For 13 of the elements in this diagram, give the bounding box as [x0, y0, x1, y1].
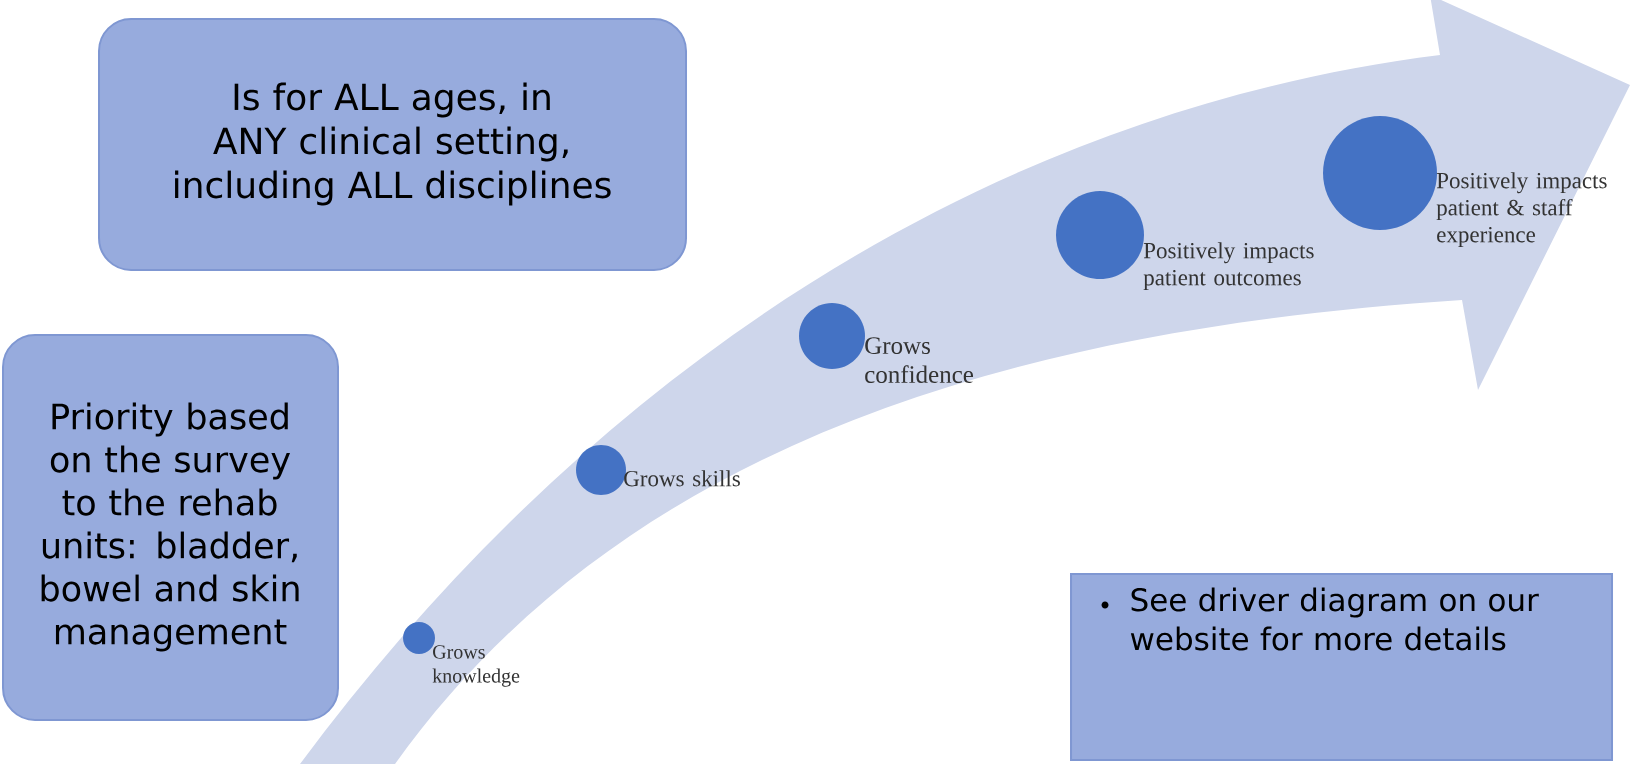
circle-label: Positively impacts patient outcomes — [1143, 242, 1314, 291]
dot — [576, 445, 626, 495]
dot — [799, 303, 865, 369]
dot — [403, 622, 435, 654]
text-box: Is for ALL ages, in ANY clinical setting, including ALL disciplines — [98, 18, 687, 271]
text-box: Priority based on the survey to the rehab units: bladder, bowel and skin management — [2, 334, 339, 721]
circle-label: Positively impacts patient & staff experience — [1436, 172, 1607, 248]
text-box: See driver diagram on our website for more details — [1070, 573, 1613, 761]
dot — [1056, 191, 1144, 279]
dot — [1323, 116, 1437, 230]
circle-label: Grows confidence — [865, 337, 973, 383]
circle-label: Grows skills — [624, 470, 740, 487]
circle-label: Grows knowledge — [432, 645, 520, 687]
